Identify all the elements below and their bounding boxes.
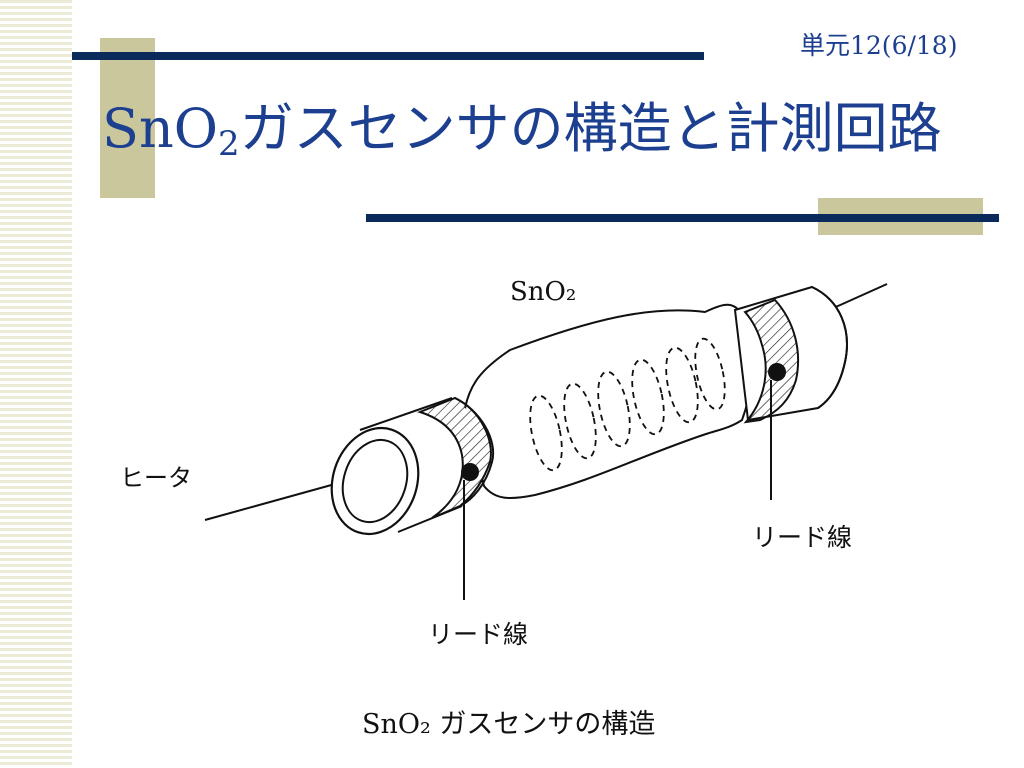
sensor-structure-drawing: SnO₂ ヒータ リード線 リード線 SnO₂ ガスセンサの構造 [120, 277, 888, 740]
page-number: 単元12(6/18) [800, 31, 958, 60]
sno2-label: SnO₂ [510, 277, 576, 307]
striped-side-band [0, 0, 72, 768]
slide-title-subscript: 2 [218, 124, 240, 164]
olive-accent-block-left [100, 38, 155, 198]
figure-caption: SnO₂ ガスセンサの構造 [362, 709, 655, 740]
slide-title: SnO2ガスセンサの構造と計測回路 [102, 102, 942, 164]
heater-label: ヒータ [120, 464, 192, 492]
slide-title-prefix: SnO [102, 97, 219, 160]
lead-wire-left [461, 463, 479, 600]
lead-wire-right [768, 363, 786, 500]
lead-wire-label-left: リード線 [428, 620, 528, 649]
slide-title-suffix: ガスセンサの構造と計測回路 [239, 97, 942, 160]
lead-wire-label-right: リード線 [752, 523, 852, 552]
title-rule-top [72, 52, 704, 60]
sensor-structure-figure: SnO₂ ヒータ リード線 リード線 SnO₂ ガスセンサの構造 [110, 250, 930, 760]
alumina-tube-right [733, 285, 848, 424]
sno2-ceramic-body [463, 303, 753, 500]
electrode-band-right [743, 298, 800, 424]
title-rule-bottom [366, 214, 999, 222]
heater-coil [529, 337, 726, 472]
